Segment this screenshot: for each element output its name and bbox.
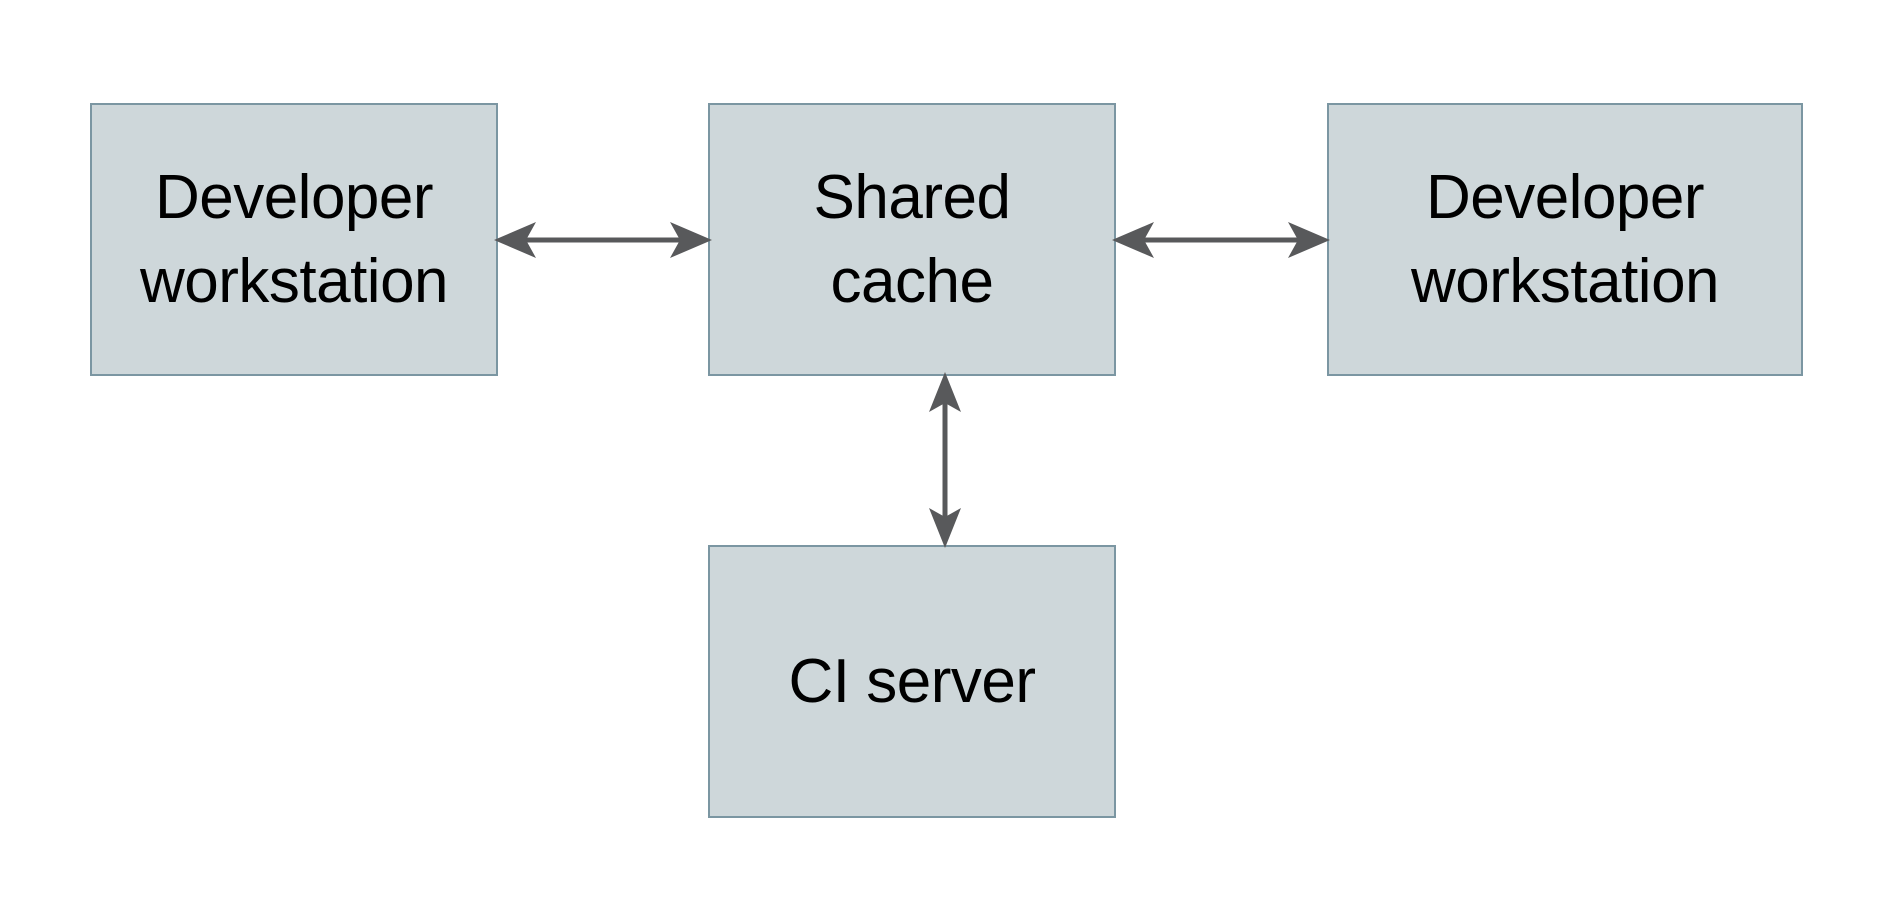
node-label: Shared cache [813,163,1011,316]
node-ci-server[interactable]: CI server [708,545,1116,818]
connector-shared-cache-to-developer-right[interactable] [1110,210,1332,270]
arrowhead-right-icon [670,222,712,258]
node-label: CI server [788,646,1036,716]
connector-developer-left-to-shared-cache[interactable] [492,210,714,270]
arrowhead-down-icon [929,508,961,548]
node-label: Developer workstation [1410,163,1720,316]
arrowhead-left-icon [494,222,536,258]
node-label: Developer workstation [139,163,449,316]
connector-shared-cache-to-ci-server[interactable] [915,370,975,550]
node-developer-workstation-right[interactable]: Developer workstation [1327,103,1803,376]
arrowhead-left-icon [1112,222,1154,258]
arrowhead-up-icon [929,372,961,412]
node-shared-cache[interactable]: Shared cache [708,103,1116,376]
node-developer-workstation-left[interactable]: Developer workstation [90,103,498,376]
arrowhead-right-icon [1288,222,1330,258]
